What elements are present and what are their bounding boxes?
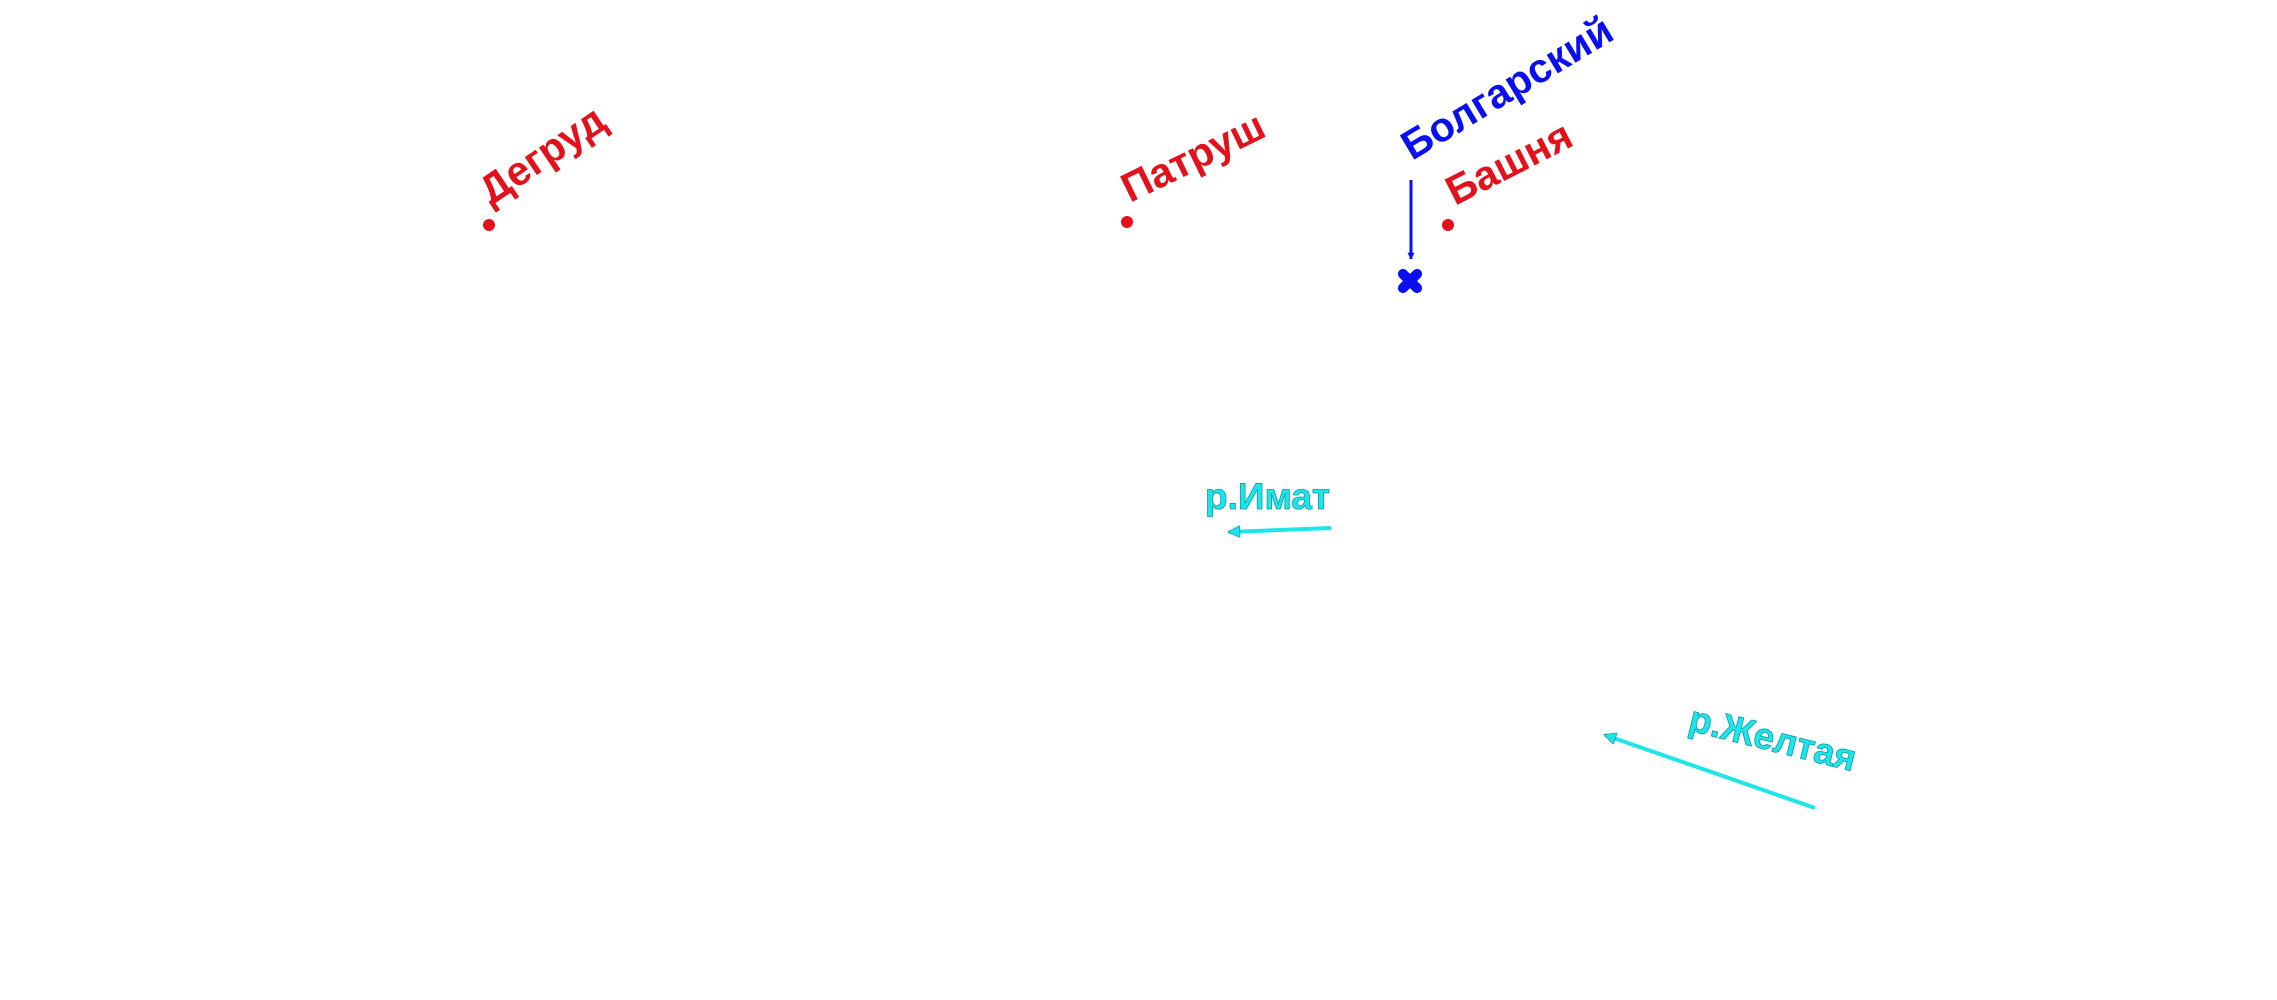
river-imat[interactable]: р.Имат bbox=[1205, 476, 1332, 532]
settlement-label: Дегруд bbox=[470, 96, 613, 213]
river-flow-arrow-icon bbox=[1229, 528, 1332, 532]
river-label: р.Желтая bbox=[1685, 698, 1861, 779]
settlement-dot-icon bbox=[1442, 219, 1454, 231]
settlement-label: Патруш bbox=[1114, 102, 1272, 211]
settlement-degrud[interactable]: Дегруд bbox=[470, 96, 614, 231]
feature-cross-icon bbox=[1397, 268, 1423, 294]
settlement-patrush[interactable]: Патруш bbox=[1114, 102, 1272, 228]
river-label: р.Имат bbox=[1205, 476, 1330, 517]
settlement-dot-icon bbox=[1121, 216, 1133, 228]
river-flow-arrow-icon bbox=[1605, 735, 1816, 810]
river-zheltaya[interactable]: р.Желтая bbox=[1605, 698, 1861, 810]
settlement-dot-icon bbox=[483, 219, 495, 231]
